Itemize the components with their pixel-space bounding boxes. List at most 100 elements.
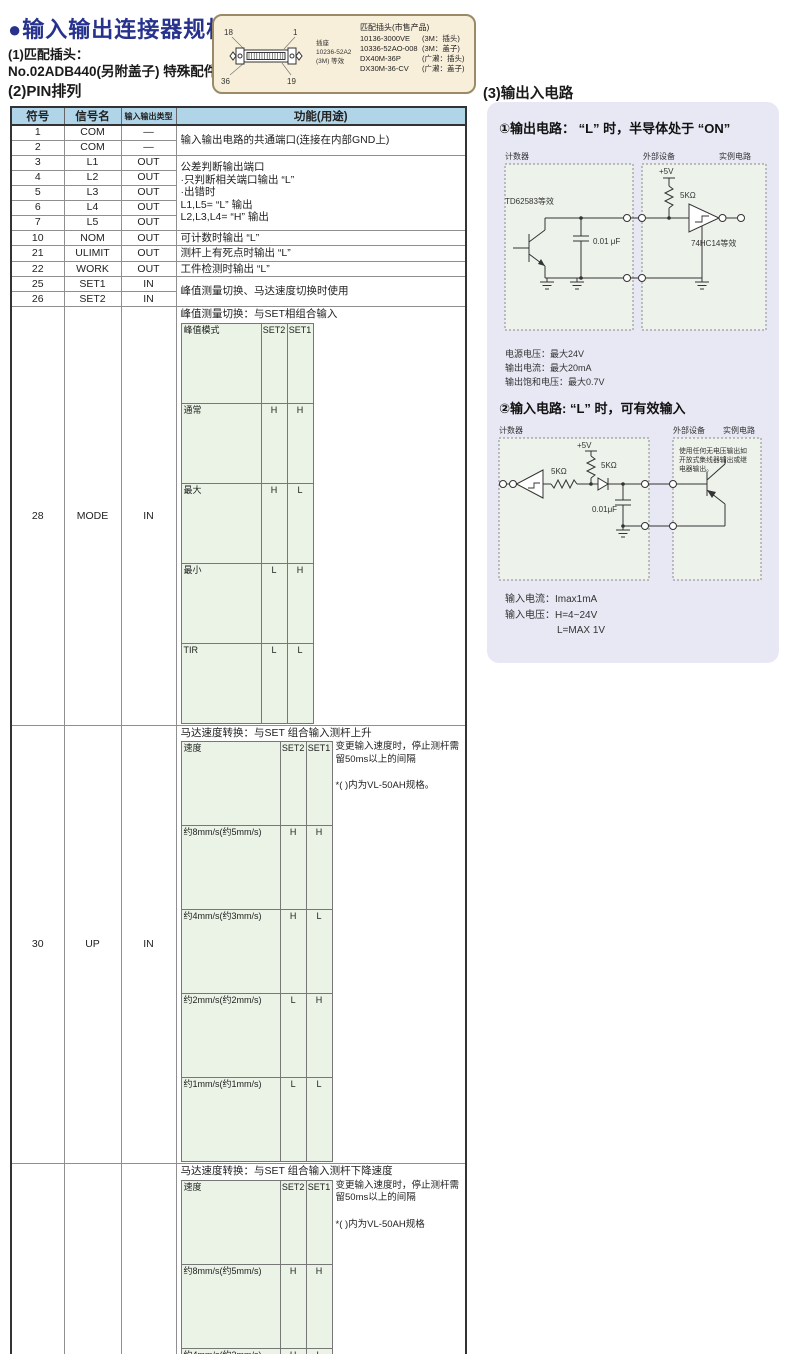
note-line: 输出饱和电压：最大0.7V xyxy=(505,376,605,387)
mini-cell: L xyxy=(286,642,314,724)
counter-label: 计数器 xyxy=(499,425,523,435)
mini-header: SET2 xyxy=(279,741,307,827)
function-line: 马达速度转换：与SET 组合输入测杆下降速度 xyxy=(180,1165,393,1178)
mini-cell: L xyxy=(260,562,288,644)
pin-io: OUT xyxy=(120,245,177,262)
pin-io: OUT xyxy=(120,214,177,231)
pin-io: OUT xyxy=(120,199,177,216)
table-header-row: 符号 信号名 输入输出类型 功能(用途) xyxy=(10,106,467,126)
product-model: DX30M-36-CV xyxy=(360,64,409,74)
product-model: 10336-52AO-008 xyxy=(360,44,418,54)
pin-function: 可计数时输出 “L” xyxy=(175,229,467,247)
socket-line: 插座 xyxy=(316,40,329,47)
mini-cell: 通常 xyxy=(180,402,262,484)
mini-cell: 约2mm/s(约2mm/s) xyxy=(180,993,281,1079)
note-line: L=MAX 1V xyxy=(557,625,606,636)
pin-symbol: 4 xyxy=(10,169,65,186)
matching-plug-detail: No.02ADB440(另附盖子) 特殊配件 xyxy=(8,64,218,79)
pin-io: IN xyxy=(120,724,177,1165)
header-signal: 信号名 xyxy=(63,106,122,126)
pin-symbol: 22 xyxy=(10,260,65,278)
matching-plug-label: (1)匹配插头： xyxy=(8,47,89,62)
pin-symbol: 10 xyxy=(10,229,65,247)
pin-io: IN xyxy=(120,1163,177,1354)
socket-line: 10236-52A2 xyxy=(316,48,352,56)
pin-signal: SET2 xyxy=(63,291,122,308)
note-line: 输入电流：Imax1mA xyxy=(505,594,598,605)
vcc-label: +5V xyxy=(659,167,674,176)
note-line: 输入电压：H=4~24V xyxy=(505,609,598,621)
pin-io: OUT xyxy=(120,229,177,247)
socket-label: 插座 10236-52A2 (3M) 等效 xyxy=(316,40,351,66)
page-title: ●输入输出连接器规格 xyxy=(8,17,230,42)
function-line: ·只判断相关端口输出 “L” xyxy=(180,173,295,186)
product-note: (广濑：盖子) xyxy=(422,64,465,74)
mini-cell: L xyxy=(260,642,288,724)
function-line: 马达速度转换：与SET 组合输入测杆上升 xyxy=(180,726,372,739)
mini-cell: L xyxy=(279,1077,307,1163)
pin-symbol: 30 xyxy=(10,724,65,1165)
note-line: 电源电压：最大24V xyxy=(505,349,585,359)
series-resistor-label: 5KΩ xyxy=(551,467,567,476)
io-circuits-panel: ①输出电路： “L” 时，半导体处于 “ON” 计数器 外部设备 实例电路 TD… xyxy=(487,102,779,663)
pin-signal: MODE xyxy=(63,306,122,726)
input-circuit-title: ②输入电路: “L” 时，可有效输入 xyxy=(499,401,686,416)
pin-function: 公差判断输出端口 ·只判断相关端口输出 “L” ·出错时 L1,L5= “L” … xyxy=(175,154,467,231)
input-box-note-line: 使用任何无电压输出如 xyxy=(679,446,747,455)
product-note: (3M：插头) xyxy=(422,34,460,43)
mini-cell: H xyxy=(305,1264,333,1350)
pin-symbol: 26 xyxy=(10,291,65,308)
pin-symbol: 7 xyxy=(10,214,65,231)
dn-side-note: 变更输入速度时，停止测杆需 留50ms以上的间隔 *( )内为VL-50AH规格 xyxy=(336,1178,462,1231)
pin-signal: L5 xyxy=(63,214,122,231)
pin-symbol: 28 xyxy=(10,306,65,726)
mini-cell: L xyxy=(279,993,307,1079)
mini-cell: 约8mm/s(约5mm/s) xyxy=(180,825,281,911)
pin-symbol: 31 xyxy=(10,1163,65,1354)
product-note: (广濑：插头) xyxy=(422,54,465,64)
table-row: 21 ULIMIT OUT 测杆上有死点时输出 “L” xyxy=(10,245,467,262)
ic-label: 74HC14等效 xyxy=(691,238,736,248)
pin-io: IN xyxy=(120,276,177,293)
pin-signal: SET1 xyxy=(63,276,122,293)
mini-header: SET2 xyxy=(279,1180,307,1266)
input-box-note-line: 电器输出。 xyxy=(679,464,713,473)
pin-function: 测杆上有死点时输出 “L” xyxy=(175,245,467,262)
mini-header: SET2 xyxy=(260,322,288,404)
pin-io: OUT xyxy=(120,169,177,186)
pin-function: 峰值测量切换、马达速度切换时使用 xyxy=(175,276,467,308)
pin-io: IN xyxy=(120,291,177,308)
input-circuit-diagram: 计数器 外部设备 实例电路 使用任何无电压输出如 开放式集线器输出或继 电器输出… xyxy=(498,425,762,581)
note-line: *( )内为VL-50AH规格。 xyxy=(335,780,435,792)
mini-cell: H xyxy=(279,825,307,911)
pin-symbol: 5 xyxy=(10,184,65,201)
table-row: 25 SET1 IN 峰值测量切换、马达速度切换时使用 xyxy=(10,276,467,308)
vcc-label: +5V xyxy=(577,441,592,450)
mini-cell: L xyxy=(305,909,333,995)
pin-signal: NOM xyxy=(63,229,122,247)
mini-cell: TIR xyxy=(180,642,262,724)
note-line: *( )内为VL-50AH规格 xyxy=(335,1218,425,1230)
mini-cell: L xyxy=(305,1077,333,1163)
table-row: 7 L5 OUT xyxy=(10,214,466,231)
product-row: 10336-52AO-008(3M：盖子) xyxy=(360,44,474,54)
io-circuits-heading: (3)输出入电路 xyxy=(483,86,574,102)
function-line: 峰值测量切换、马达速度切换时使用 xyxy=(180,285,349,298)
pin-signal: COM xyxy=(63,124,122,141)
pin-number-19: 19 xyxy=(287,77,296,86)
mini-cell: H xyxy=(279,1264,307,1350)
pin-layout-label: (2)PIN排列 xyxy=(8,83,82,100)
mini-cell: H xyxy=(286,562,314,644)
pin-signal: ULIMIT xyxy=(63,245,122,262)
product-model: DX40M-36P xyxy=(360,54,401,64)
mini-cell: 约1mm/s(约1mm/s) xyxy=(180,1077,281,1163)
pin-number-36: 36 xyxy=(221,77,230,86)
pin-number-18: 18 xyxy=(224,28,233,37)
example-circuit-label: 实例电路 xyxy=(723,425,755,435)
mini-header: 速度 xyxy=(180,1180,281,1266)
output-circuit-diagram: 计数器 外部设备 实例电路 TD62583等效 0.01 μF +5V 5KΩ … xyxy=(504,151,767,331)
pin-symbol: 21 xyxy=(10,245,65,262)
function-line: 峰值测量切换：与SET相组合输入 xyxy=(180,308,338,321)
